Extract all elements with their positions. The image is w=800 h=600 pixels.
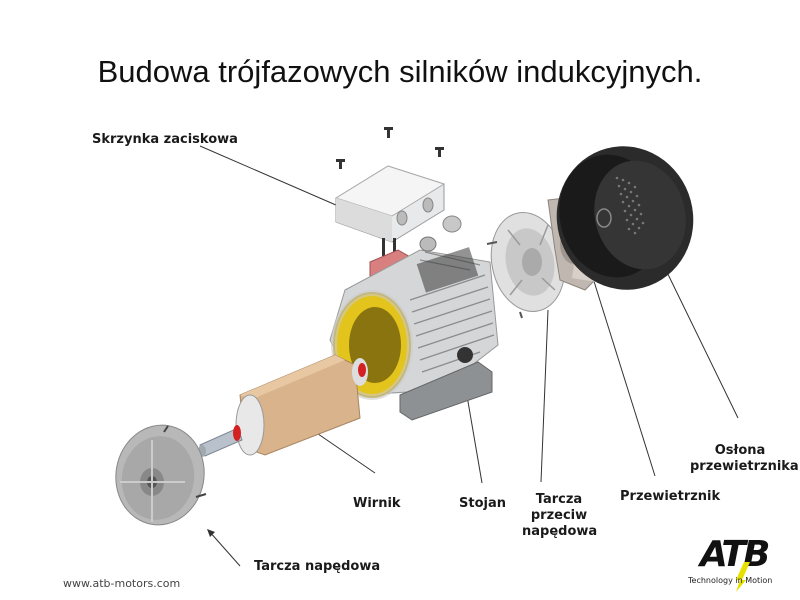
logo-tagline: Technology in Motion (688, 576, 773, 585)
lightning-icon (736, 562, 750, 592)
label-non-drive-end-shield: Tarcza przeciw napędowa (522, 492, 598, 540)
diagram-title: Budowa trójfazowych silników indukcyjnyc… (97, 54, 703, 89)
label-nde-line3: napędowa (522, 524, 598, 539)
cover-vent-holes (615, 176, 645, 235)
label-stator: Stojan (459, 496, 506, 511)
logo-mark: ATB (700, 534, 770, 575)
rotor (198, 354, 368, 457)
non-drive-end-shield (486, 212, 566, 319)
label-fan-cover-line1: Osłona (714, 443, 766, 458)
atb-logo: ATB Technology in Motion (688, 536, 798, 592)
label-fan: Przewietrznik (620, 489, 721, 504)
leader-terminal-box (199, 145, 353, 213)
stator (329, 236, 499, 421)
leader-fan-cover (661, 261, 739, 419)
label-fan-cover-line2: przewietrznika (690, 459, 799, 474)
leader-nde-shield (540, 309, 549, 483)
leader-de-shield (208, 530, 241, 567)
label-nde-line2: przeciw (530, 508, 588, 523)
label-terminal-box: Skrzynka zaciskowa (92, 132, 238, 147)
leader-fan (591, 274, 656, 477)
leader-lines (199, 145, 739, 567)
label-rotor: Wirnik (353, 496, 401, 511)
fan-cover (556, 146, 694, 290)
terminal-box (334, 165, 462, 243)
label-fan-cover: Osłona przewietrznika (690, 443, 799, 475)
label-nde-line1: Tarcza (535, 492, 583, 507)
label-drive-end-shield: Tarcza napędowa (254, 559, 381, 574)
drive-end-shield (115, 424, 207, 526)
website-url: www.atb-motors.com (63, 577, 181, 590)
